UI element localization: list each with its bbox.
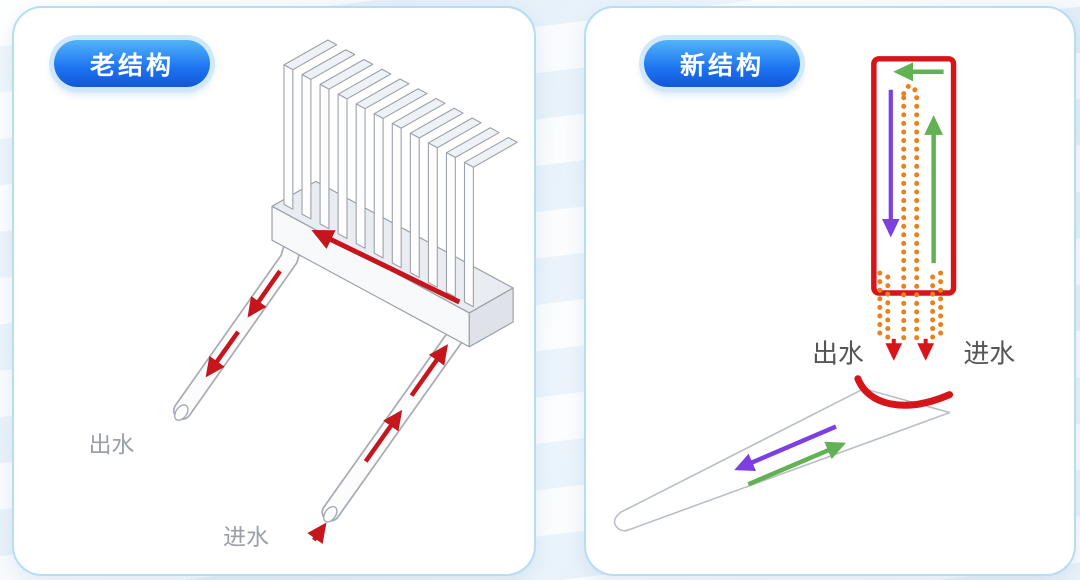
heatsink-fin [391,122,402,269]
heatsink-fin [409,132,420,279]
manifold-flow-arrow [311,229,461,305]
heatsink-fin [373,113,384,259]
heatsink-fin [355,103,366,249]
heatsink-fin [301,74,312,220]
new-structure-panel: 新结构 [584,6,1076,576]
outlet-flow-arrow [205,330,240,378]
outlet-water-label: 出水 [89,431,135,457]
heatsink-fin [445,152,456,298]
old-structure-diagram: 出水 进水 [89,39,518,550]
outlet-water-label: 出水 [812,340,864,369]
heatsink-fin [319,83,330,230]
inflow-arrow [747,441,847,487]
heatsink-fins [283,39,518,308]
water-entry-arrow [307,522,327,545]
heatsink-fin [337,93,348,240]
heatsink-fin [283,64,294,210]
outlet-pipe-opening [174,404,189,421]
heatsink-fin [427,142,438,288]
inlet-pipe-opening [323,505,338,523]
coaxial-water-pipe [613,387,951,532]
outlet-pipe [172,219,308,421]
old-flow-arrows [205,229,461,545]
new-structure-badge: 新结构 [644,40,801,87]
old-structure-panel: 老结构 [12,6,536,576]
outlet-flow-arrow [247,269,282,318]
inlet-flow-arrow [409,344,448,397]
inlet-flow-arrow [363,409,403,463]
inlet-water-label: 进水 [223,524,269,550]
heater-coil [877,83,944,348]
heatsink-fin [463,161,474,308]
heater-outer-tube [871,56,957,296]
old-structure-badge: 老结构 [54,40,211,87]
outflow-arrow [734,424,837,472]
new-structure-diagram: 出水 进水 [613,56,1016,532]
manifold [854,375,954,409]
inlet-water-label: 进水 [964,340,1016,369]
